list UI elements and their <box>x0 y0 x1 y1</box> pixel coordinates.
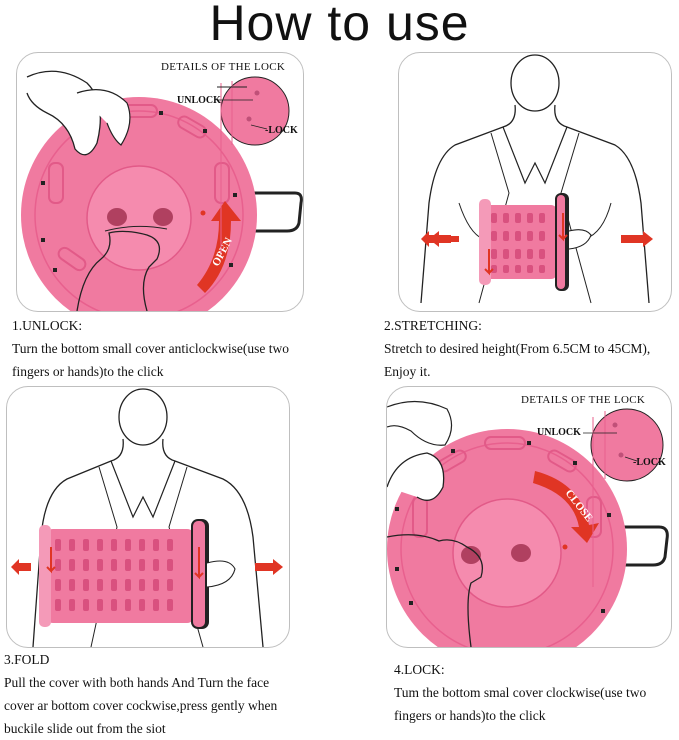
step-3-illustration <box>6 386 290 648</box>
fold-left-arrow-icon <box>11 559 31 575</box>
step-1-heading: 1.UNLOCK: <box>12 318 83 333</box>
stretching-illustration <box>420 54 653 304</box>
details-of-lock-label: DETAILS OF THE LOCK <box>161 61 285 73</box>
lock-illustration: CLOSE DETAILS OF THE LOCK UNLOCK -LOCK <box>387 394 669 647</box>
page-title: How to use <box>209 0 470 51</box>
fold-right-arrow-icon <box>255 559 283 575</box>
step-3-line-3: buckile slide out from the siot <box>4 721 166 736</box>
step-1-line-1: Turn the bottom small cover anticlockwis… <box>12 341 289 356</box>
step-2-illustration <box>398 52 672 312</box>
step-1-caption: 1.UNLOCK: Turn the bottom small cover an… <box>12 314 289 383</box>
unlock-illustration: OPEN DETAILS OF THE LOCK UNLOCK -LOCK <box>21 61 303 311</box>
step-1-illustration: OPEN DETAILS OF THE LOCK UNLOCK -LOCK <box>16 52 304 312</box>
lock-label: -LOCK <box>265 125 298 136</box>
step-4-line-1: Tum the bottom smal cover clockwise(use … <box>394 685 647 700</box>
stretch-left-arrow-icon <box>421 231 451 247</box>
step-3-caption: 3.FOLD Pull the cover with both hands An… <box>4 648 277 740</box>
step-4-heading: 4.LOCK: <box>394 662 445 677</box>
unlock-label: UNLOCK <box>537 427 581 438</box>
step-4-illustration: CLOSE DETAILS OF THE LOCK UNLOCK -LOCK <box>386 386 672 648</box>
step-2-caption: 2.STRETCHING: Stretch to desired height(… <box>384 314 650 383</box>
step-3-heading: 3.FOLD <box>4 652 50 667</box>
close-arrow-icon <box>533 471 599 543</box>
lock-label: -LOCK <box>633 457 666 468</box>
open-arrow-icon <box>197 201 241 293</box>
unlock-label: UNLOCK <box>177 95 221 106</box>
stretch-right-arrow-icon <box>621 231 653 247</box>
step-2-line-2: Enjoy it. <box>384 364 431 379</box>
step-1-line-2: fingers or hands)to the click <box>12 364 164 379</box>
stool-body <box>485 205 557 279</box>
step-4-caption: 4.LOCK: Tum the bottom smal cover clockw… <box>394 658 646 727</box>
details-of-lock-label: DETAILS OF THE LOCK <box>521 394 645 406</box>
fold-illustration <box>11 388 283 647</box>
step-4-line-2: fingers or hands)to the click <box>394 708 546 723</box>
lock-detail-zoom <box>590 408 664 482</box>
step-3-line-1: Pull the cover with both hands And Turn … <box>4 675 270 690</box>
step-3-line-2: cover ar bottom cover cockwise,press gen… <box>4 698 278 713</box>
step-2-heading: 2.STRETCHING: <box>384 318 482 333</box>
step-2-line-1: Stretch to desired height(From 6.5CM to … <box>384 341 651 356</box>
